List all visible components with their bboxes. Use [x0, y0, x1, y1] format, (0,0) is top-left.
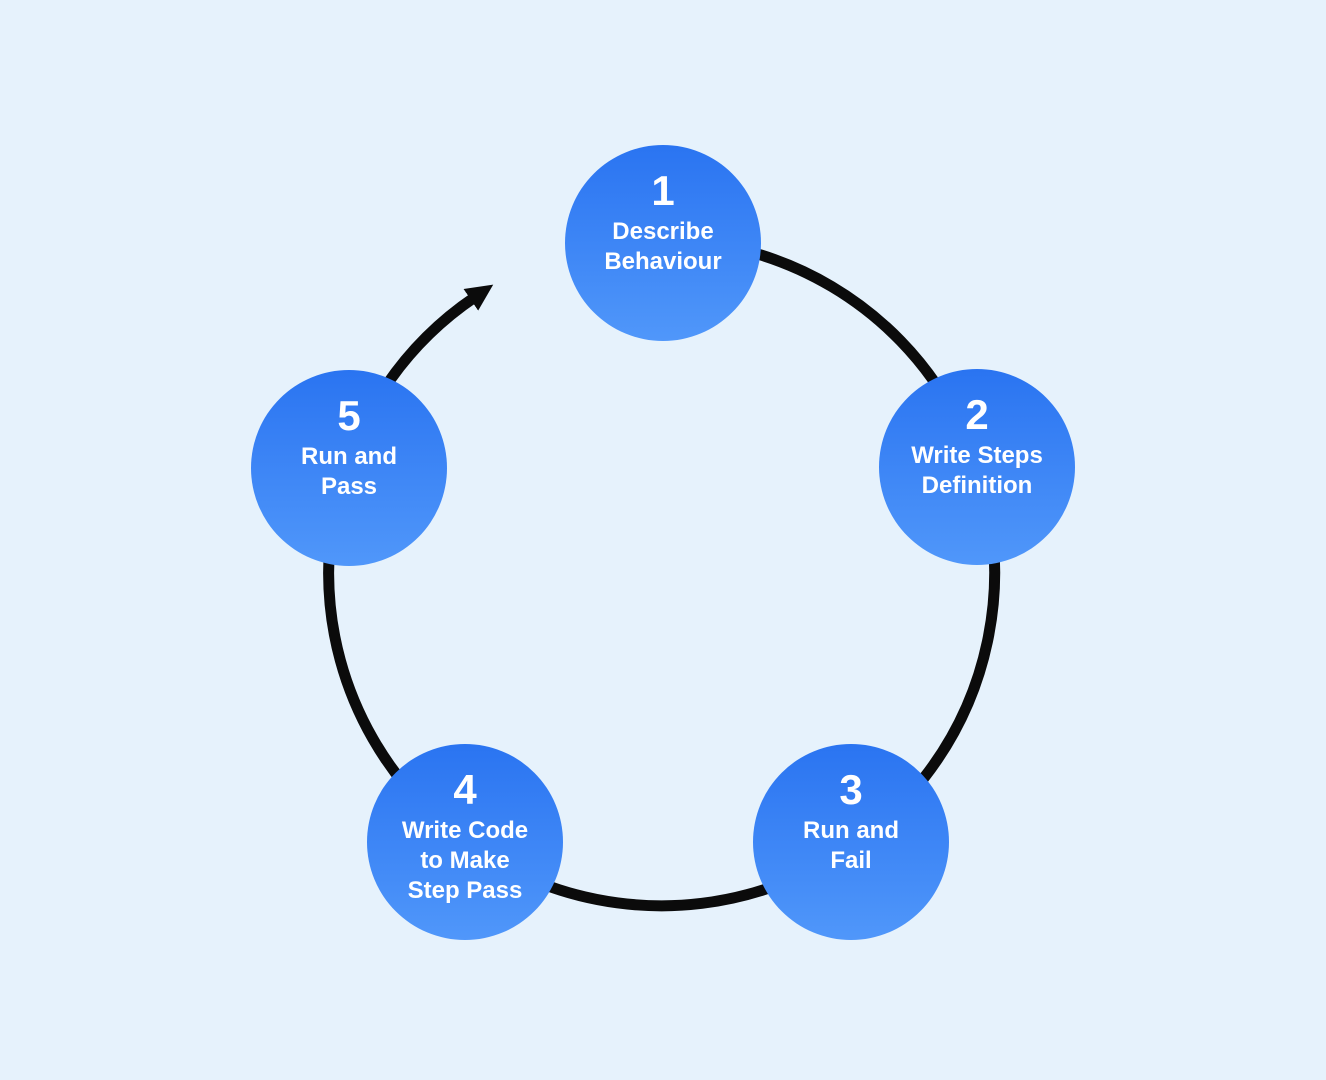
step-number: 2	[965, 391, 989, 438]
step-label: Run and Fail	[803, 817, 899, 874]
step-node-run-and-fail: 3 Run and Fail	[753, 744, 949, 940]
step-node-write-steps-definition: 2 Write Steps Definition	[879, 369, 1075, 565]
step-number: 1	[651, 167, 675, 214]
step-number: 3	[839, 766, 863, 813]
step-label: Write Steps Definition	[911, 442, 1043, 499]
step-number: 5	[337, 392, 361, 439]
step-label: Describe Behaviour	[604, 218, 722, 275]
step-node-write-code-to-make-step-pass: 4 Write Code to Make Step Pass	[367, 744, 563, 940]
step-node-describe-behaviour: 1 Describe Behaviour	[565, 145, 761, 341]
step-label: Write Code to Make Step Pass	[401, 817, 529, 904]
step-node-run-and-pass: 5 Run and Pass	[251, 370, 447, 566]
step-label: Run and Pass	[301, 443, 397, 500]
step-number: 4	[453, 766, 477, 813]
